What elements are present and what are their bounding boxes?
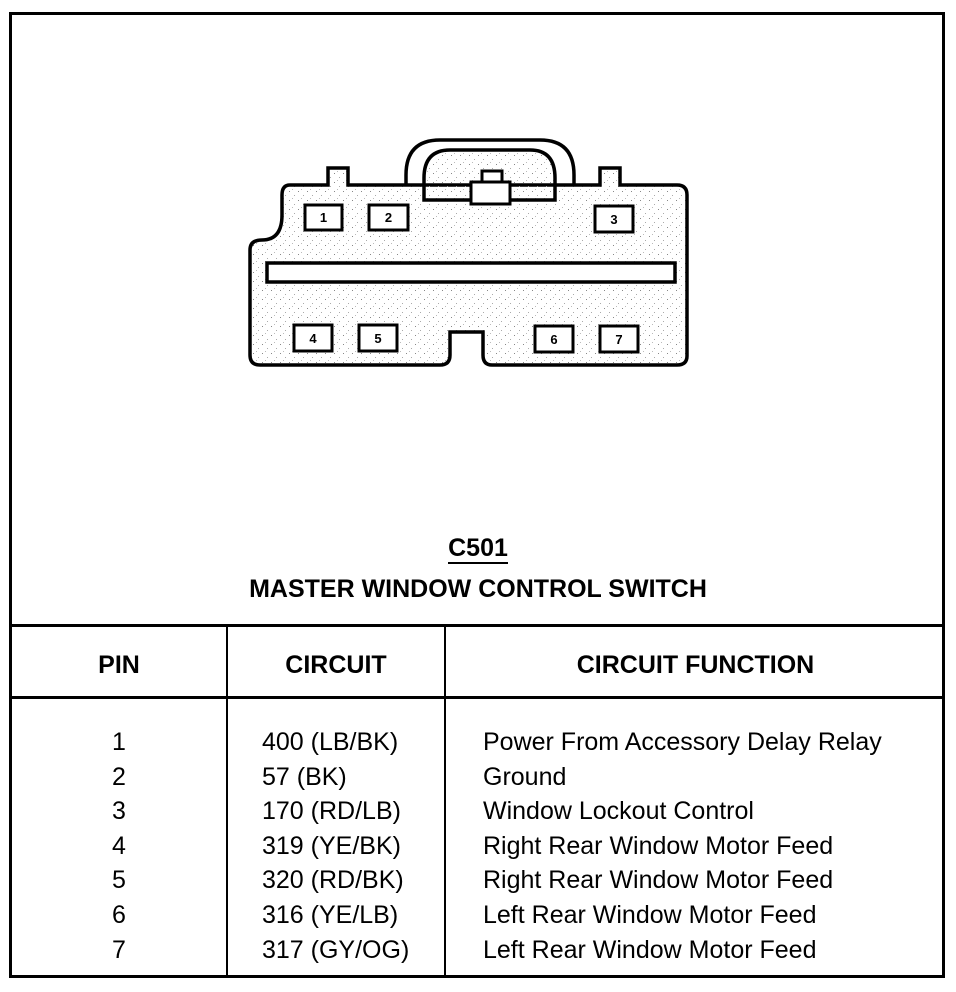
connector-name: MASTER WINDOW CONTROL SWITCH — [249, 575, 707, 603]
table-top-border — [9, 624, 945, 627]
column-divider-2 — [444, 626, 446, 978]
pin-cavity-2: 2 — [367, 203, 410, 232]
table-row-pin: 4 — [112, 831, 126, 860]
pin-number-3: 3 — [610, 212, 617, 227]
table-row-circuit: 316 (YE/LB) — [262, 900, 399, 929]
function-column: Power From Accessory Delay Relay Ground … — [483, 725, 882, 967]
pin-cavity-1: 1 — [303, 203, 344, 232]
latch-tab-top — [480, 169, 504, 184]
table-row-pin: 1 — [112, 728, 126, 756]
table-row-circuit: 320 (RD/BK) — [262, 866, 404, 895]
table-row-function: Window Lockout Control — [483, 797, 754, 826]
table-row-pin: 5 — [112, 866, 126, 895]
connector-key-slot — [265, 261, 677, 284]
table-row-function: Right Rear Window Motor Feed — [483, 866, 834, 895]
table-row-pin: 2 — [112, 762, 126, 791]
table-row-circuit: 319 (YE/BK) — [262, 831, 401, 860]
connector-latch-outer — [404, 138, 576, 185]
table-row-pin: 7 — [112, 935, 126, 964]
pin-cavity-3: 3 — [593, 204, 635, 234]
table-header-divider — [9, 696, 945, 699]
table-row-circuit: 170 (RD/LB) — [262, 797, 401, 826]
pin-cavity-7: 7 — [598, 324, 640, 354]
pin-number-7: 7 — [615, 332, 622, 347]
pin-cavity-5: 5 — [357, 323, 399, 353]
pin-cavity-4: 4 — [292, 323, 334, 353]
pin-cavity-6: 6 — [533, 324, 575, 354]
table-row-pin: 3 — [112, 797, 126, 826]
pin-number-4: 4 — [309, 331, 317, 346]
header-pin: PIN — [98, 651, 140, 679]
latch-tab — [469, 180, 512, 206]
circuit-column: 400 (LB/BK) 57 (BK) 170 (RD/LB) 319 (YE/… — [262, 725, 409, 967]
page-frame — [9, 12, 945, 978]
connector-id: C501 — [0, 534, 956, 564]
column-divider-1 — [226, 626, 228, 978]
pin-number-6: 6 — [550, 332, 557, 347]
table-row-function: Power From Accessory Delay Relay — [483, 728, 882, 756]
connector-id-text: C501 — [448, 534, 508, 564]
pin-number-1: 1 — [320, 210, 327, 225]
table-row-circuit: 317 (GY/OG) — [262, 935, 410, 964]
table-row-circuit: 400 (LB/BK) — [262, 728, 399, 756]
table-row-function: Left Rear Window Motor Feed — [483, 935, 817, 964]
pin-number-5: 5 — [374, 331, 381, 346]
table-row-function: Left Rear Window Motor Feed — [483, 900, 817, 929]
header-circuit-function: CIRCUIT FUNCTION — [576, 651, 815, 679]
table-row-circuit: 57 (BK) — [262, 762, 347, 791]
table-row-function: Ground — [483, 762, 567, 791]
pin-number-2: 2 — [385, 210, 392, 225]
table-row-function: Right Rear Window Motor Feed — [483, 831, 834, 860]
pin-column: 1 2 3 4 5 6 7 — [12, 725, 226, 967]
table-row-pin: 6 — [112, 900, 126, 929]
header-circuit: CIRCUIT — [285, 651, 387, 679]
